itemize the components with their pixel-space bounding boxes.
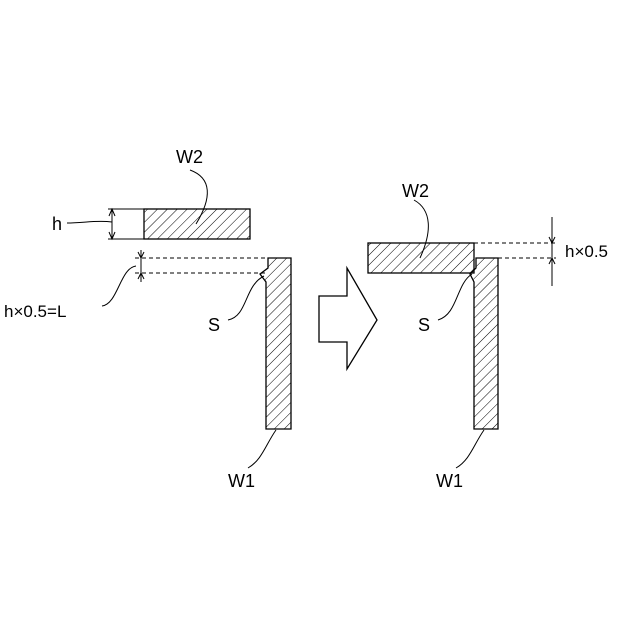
left-w1-label: W1 xyxy=(228,471,255,491)
left-w2-label: W2 xyxy=(176,147,203,167)
transition-arrow xyxy=(319,268,377,369)
left-w2-plate xyxy=(144,209,250,239)
right-offset-label: h×0.5 xyxy=(565,242,608,261)
left-gap-label: h×0.5=L xyxy=(4,302,66,321)
right-w1-label: W1 xyxy=(436,471,463,491)
right-w2-plate xyxy=(368,243,474,273)
left-h-label: h xyxy=(52,214,62,234)
right-figure xyxy=(368,200,556,468)
right-w2-label: W2 xyxy=(402,181,429,201)
left-figure xyxy=(67,170,291,468)
left-s-label: S xyxy=(208,315,220,335)
right-s-label: S xyxy=(418,315,430,335)
left-w1-plate xyxy=(260,258,291,429)
right-w1-plate xyxy=(470,258,498,429)
